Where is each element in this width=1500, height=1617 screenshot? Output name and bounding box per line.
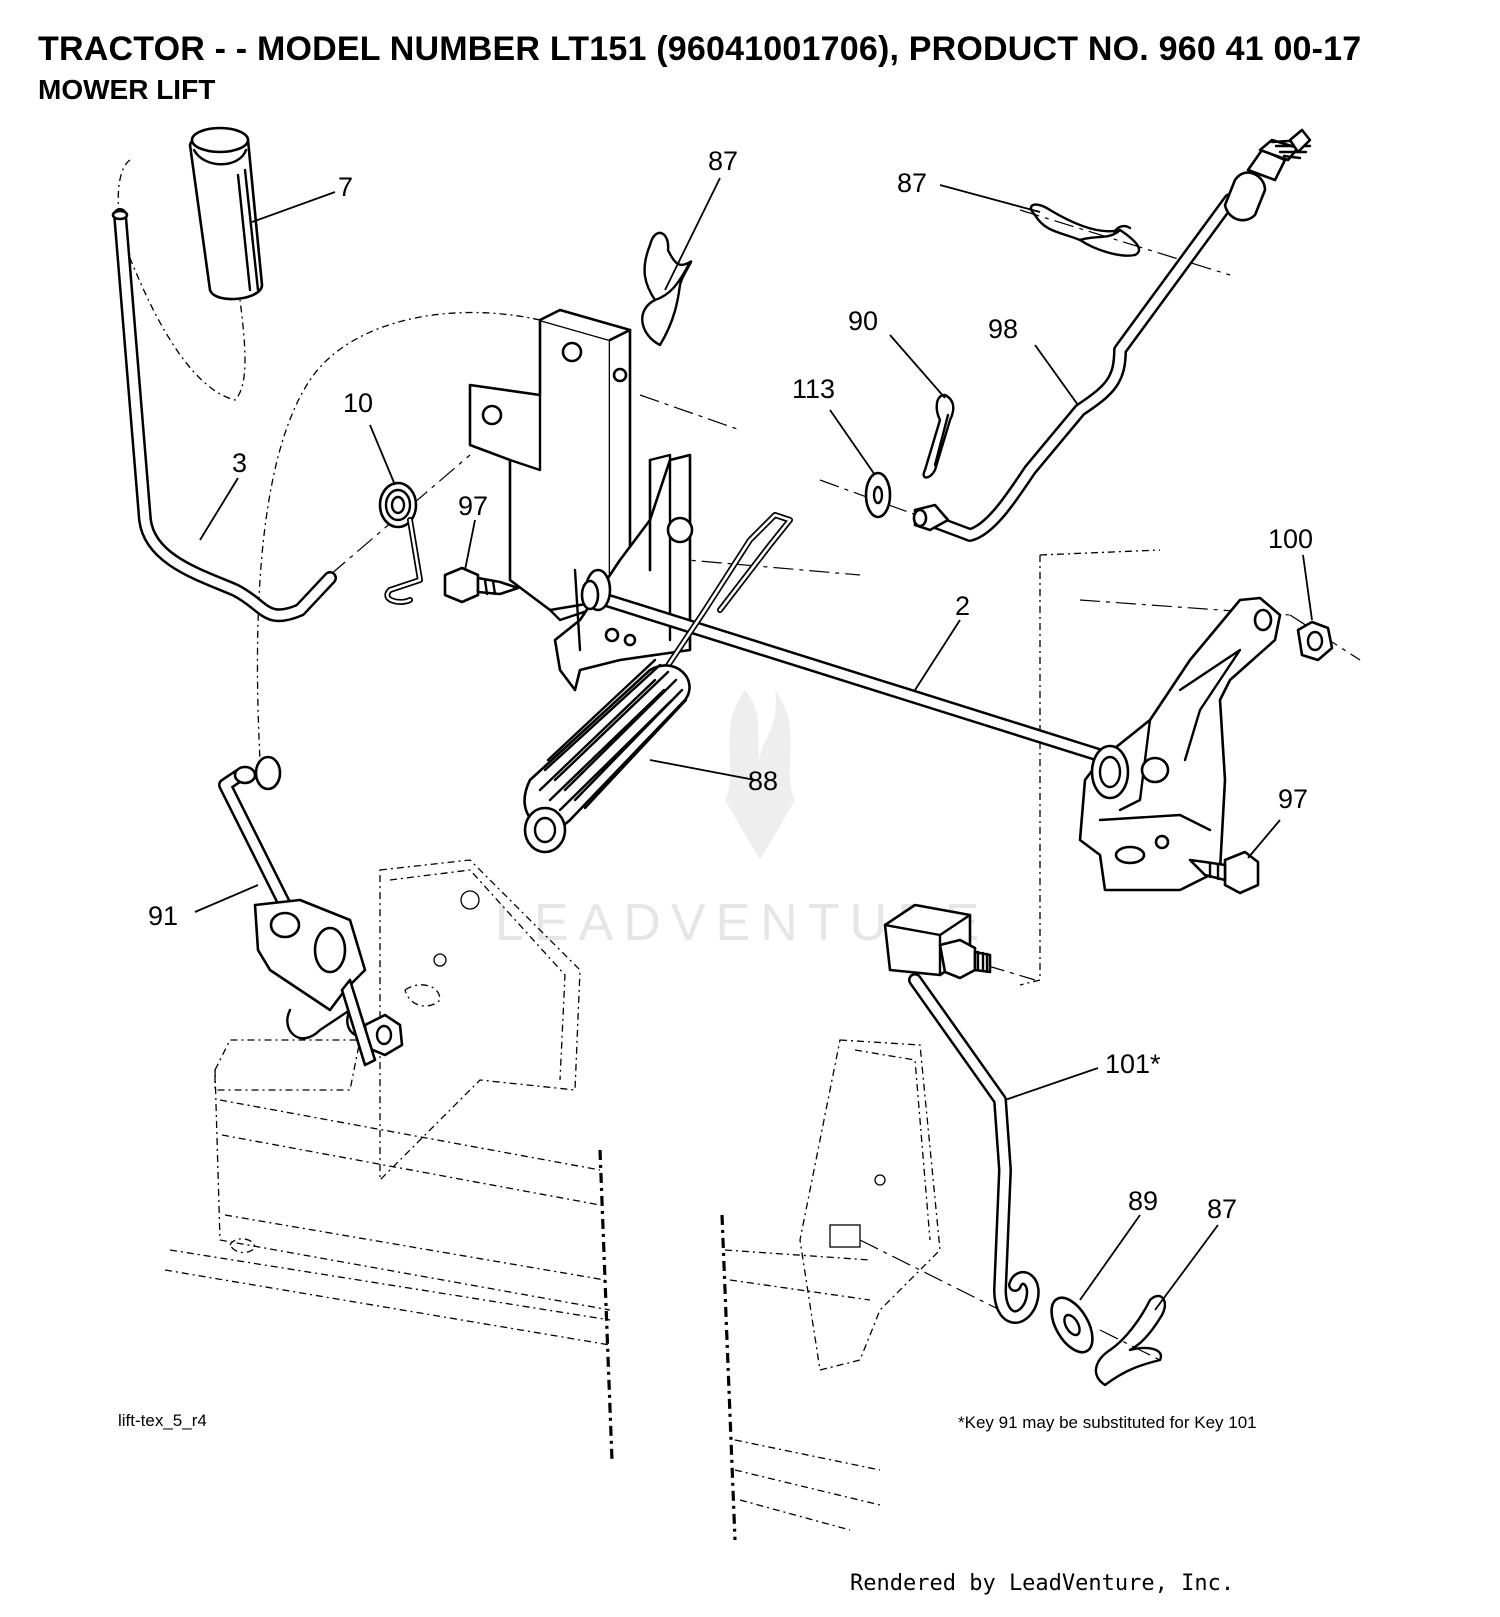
rendered-by-credit: Rendered by LeadVenture, Inc. [850,1571,1234,1596]
callout-labels: 7 87 87 90 98 113 10 3 97 100 2 88 97 91… [148,146,1313,1224]
lift-mount-bracket [468,308,694,692]
part-98-lift-link [912,128,1312,542]
part-100-hex-nut [1296,620,1334,662]
part-97-bolt-right [1188,850,1260,895]
callout-100: 100 [1268,524,1313,554]
mower-deck-phantom [164,859,614,1461]
callout-87-upper-right: 87 [897,168,927,198]
callout-87-upper-left: 87 [708,146,738,176]
part-3-lift-handle [111,208,337,623]
lift-arm-bracket-right [1078,596,1282,892]
part-89-washer [1050,1296,1094,1354]
callout-89: 89 [1128,1186,1158,1216]
callout-91: 91 [148,901,178,931]
callout-87-lower: 87 [1207,1194,1237,1224]
callout-3: 3 [232,448,247,478]
callout-7: 7 [338,172,353,202]
part-101-lift-link [883,903,1040,1324]
callout-101: 101* [1105,1049,1161,1079]
substitution-note: *Key 91 may be substituted for Key 101 [958,1413,1257,1432]
part-87-hairpin-clip-upper-left [641,231,693,347]
section-subtitle: MOWER LIFT [38,74,216,105]
part-113-washer [864,471,892,519]
part-10-torsion-spring [378,481,423,605]
callout-98: 98 [988,314,1018,344]
part-87-hairpin-clip-upper-right [1029,203,1141,257]
callout-10: 10 [343,388,373,418]
callout-2: 2 [955,591,970,621]
part-90-cotter-pin [922,393,955,479]
callout-97-left: 97 [458,491,488,521]
part-2-lift-shaft [580,568,1122,767]
part-88-extension-spring [523,512,793,854]
callout-88: 88 [748,766,778,796]
callout-113: 113 [792,374,835,404]
part-87-hairpin-clip-lower [1094,1294,1167,1387]
page-title: TRACTOR - - MODEL NUMBER LT151 (96041001… [38,30,1362,68]
leader-lines [194,177,1313,1311]
part-91-lift-link [218,755,404,1067]
callout-97-right: 97 [1278,784,1308,814]
part-7-handle-grip [188,126,264,301]
callout-90: 90 [848,306,878,336]
right-deck-bracket-phantom [720,1039,941,1541]
part-97-bolt-left [443,566,520,604]
drawing-reference: lift-tex_5_r4 [118,1411,207,1430]
